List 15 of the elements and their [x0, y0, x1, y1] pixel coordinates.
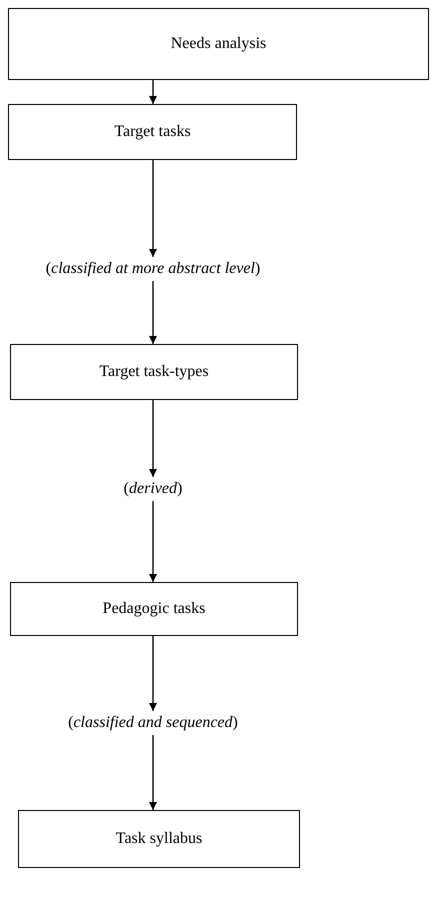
step-note: (classified and sequenced) [48, 711, 258, 735]
process-box: Target tasks [8, 104, 297, 160]
step-note: (derived) [108, 477, 198, 501]
arrow [149, 80, 157, 104]
process-box: Task syllabus [18, 810, 300, 868]
step-note: (classified at more abstract level) [28, 257, 278, 281]
arrow [149, 735, 157, 810]
process-box: Target task-types [10, 344, 298, 400]
arrow [149, 281, 157, 344]
arrow [149, 636, 157, 711]
process-box: Pedagogic tasks [10, 582, 298, 636]
arrow [149, 160, 157, 257]
arrow [149, 501, 157, 582]
arrow [149, 400, 157, 477]
process-box: Needs analysis [8, 8, 429, 80]
